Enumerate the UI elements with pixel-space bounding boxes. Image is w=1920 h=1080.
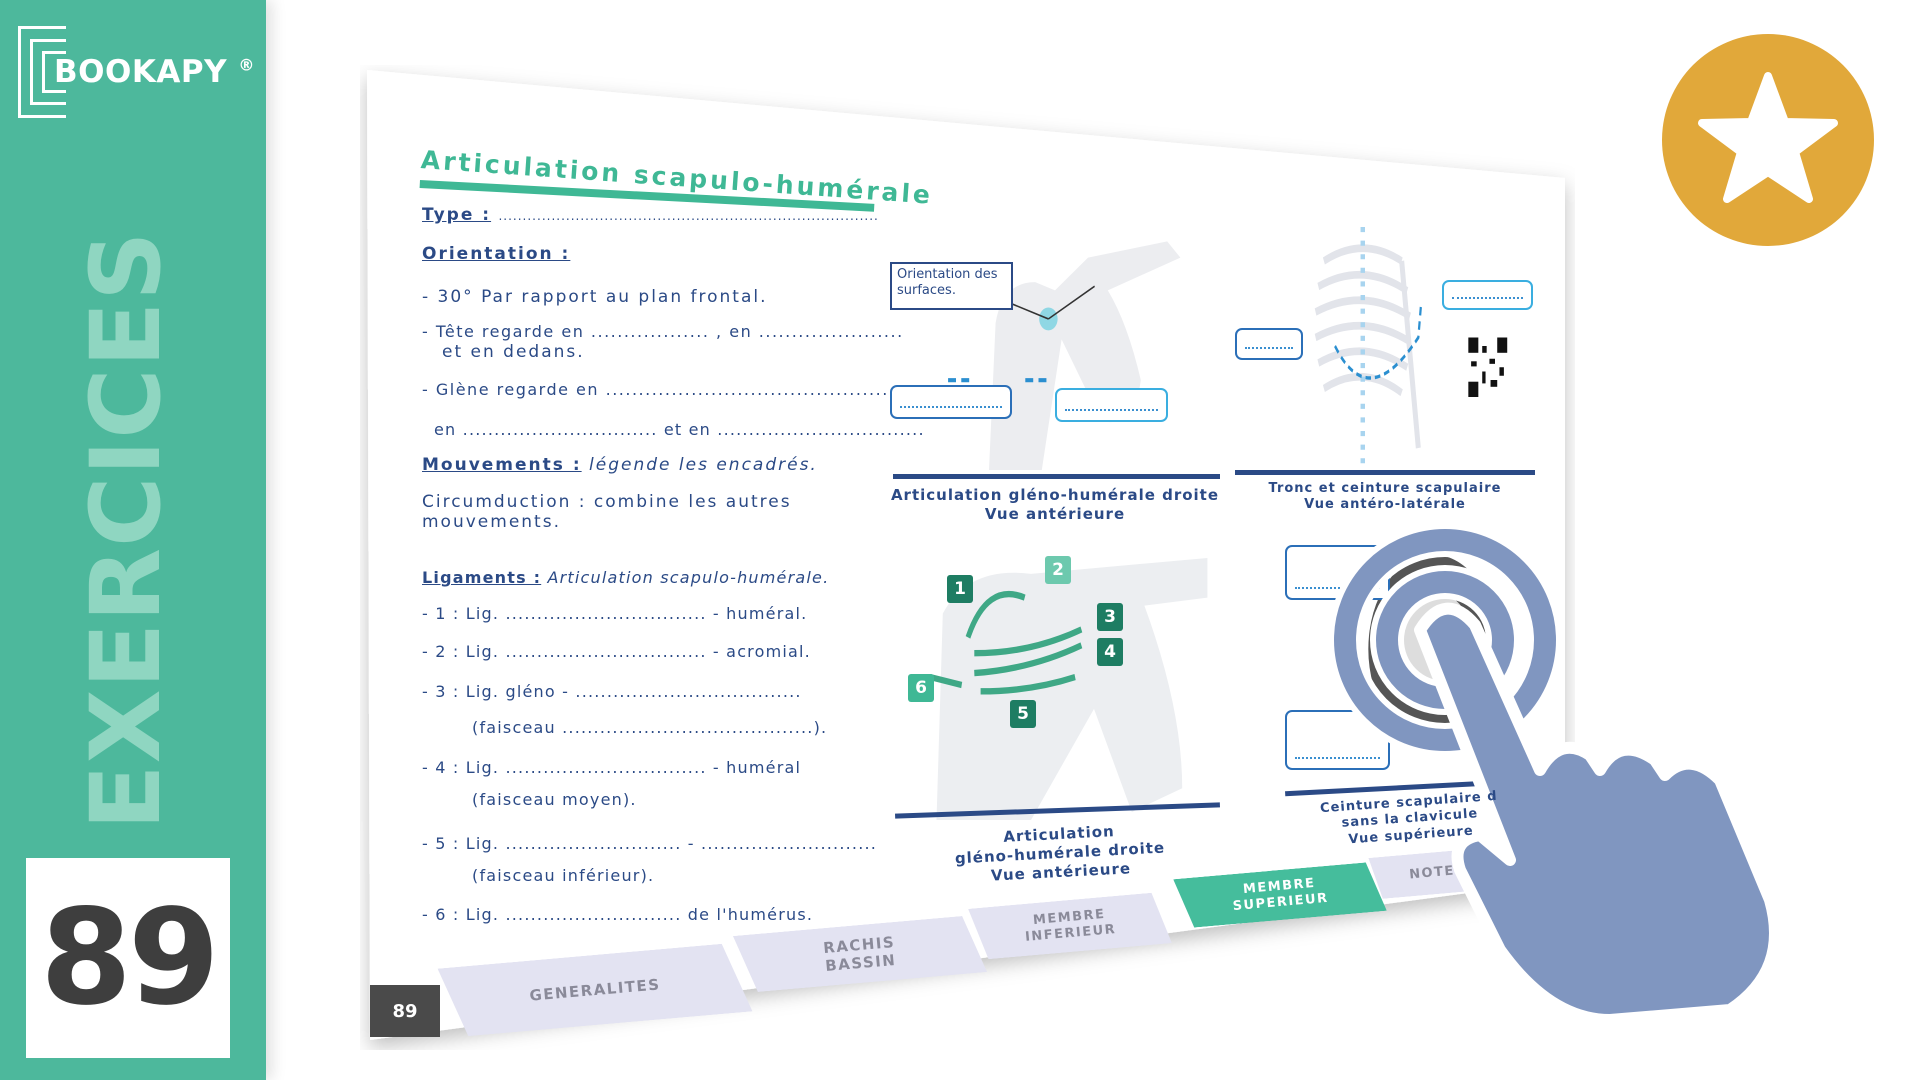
type-blank: ........................................… xyxy=(498,209,879,223)
ligament-marker: 2 xyxy=(1045,556,1071,584)
caption-rule xyxy=(1235,470,1535,475)
shoulder-ligaments-illustration xyxy=(929,557,1208,820)
qr-code-icon xyxy=(1468,337,1508,397)
bookapy-logo[interactable]: BOOKAPY ® xyxy=(18,26,258,121)
ligament-line: - 2 : Lig. .............................… xyxy=(422,642,811,661)
answer-box[interactable] xyxy=(1055,388,1168,422)
sidebar: BOOKAPY ® EXERCICES 89 xyxy=(0,0,266,1080)
ligament-line: (faisceau moyen). xyxy=(472,790,637,809)
tap-hand-icon xyxy=(1328,523,1781,1026)
type-label: Type : xyxy=(422,205,492,225)
caption-rule xyxy=(893,474,1220,479)
ligament-line: - 3 : Lig. gléno - .....................… xyxy=(422,682,802,701)
ligament-marker: 4 xyxy=(1097,638,1123,666)
circumduction-text: Circumduction : combine les autres xyxy=(422,492,792,512)
ligament-marker: 1 xyxy=(947,575,973,603)
answer-box[interactable] xyxy=(1235,328,1303,360)
ligament-line: - 5 : Lig. ............................ … xyxy=(422,834,878,853)
ligament-marker: 3 xyxy=(1097,603,1123,631)
ligaments-text: Articulation scapulo-humérale. xyxy=(547,568,830,587)
ligament-line: - 6 : Lig. ............................ … xyxy=(422,905,814,924)
answer-box[interactable] xyxy=(1442,280,1533,310)
mouvements-label: Mouvements : xyxy=(422,455,582,475)
ligament-marker: 5 xyxy=(1010,700,1036,728)
orientation-line: et en dedans. xyxy=(442,342,585,362)
orientation-line: - Tête regarde en .................. , e… xyxy=(422,322,904,341)
orientation-label: Orientation : xyxy=(422,244,571,264)
answer-box[interactable] xyxy=(890,385,1012,419)
ligament-line: (faisceau ..............................… xyxy=(472,718,828,737)
ligament-line: - 4 : Lig. .............................… xyxy=(422,758,802,777)
orientation-note: Orientation des surfaces. xyxy=(890,262,1013,310)
mouvements-text: légende les encadrés. xyxy=(589,455,818,475)
circumduction-text: mouvements. xyxy=(422,512,561,532)
ligament-line: - 1 : Lig. .............................… xyxy=(422,604,808,623)
shoulder-bone-illustration xyxy=(942,241,1181,470)
workbook-page xyxy=(367,70,1565,1040)
star-icon xyxy=(1698,72,1838,203)
skeleton-trunk-illustration xyxy=(1314,227,1508,465)
orientation-line: - Glène regarde en .....................… xyxy=(422,380,909,399)
exercise-number: 89 xyxy=(26,858,230,1058)
ligament-marker: 6 xyxy=(908,674,934,702)
orientation-line: en ............................... et en… xyxy=(434,420,925,439)
section-title: EXERCICES xyxy=(70,230,182,830)
page-number: 89 xyxy=(370,985,440,1037)
orientation-line: - 30° Par rapport au plan frontal. xyxy=(422,287,768,307)
brand-name: BOOKAPY ® xyxy=(54,54,255,90)
ligaments-label: Ligaments : xyxy=(422,568,542,587)
favorite-star-button[interactable] xyxy=(1662,34,1874,246)
ligament-line: (faisceau inférieur). xyxy=(472,866,655,885)
